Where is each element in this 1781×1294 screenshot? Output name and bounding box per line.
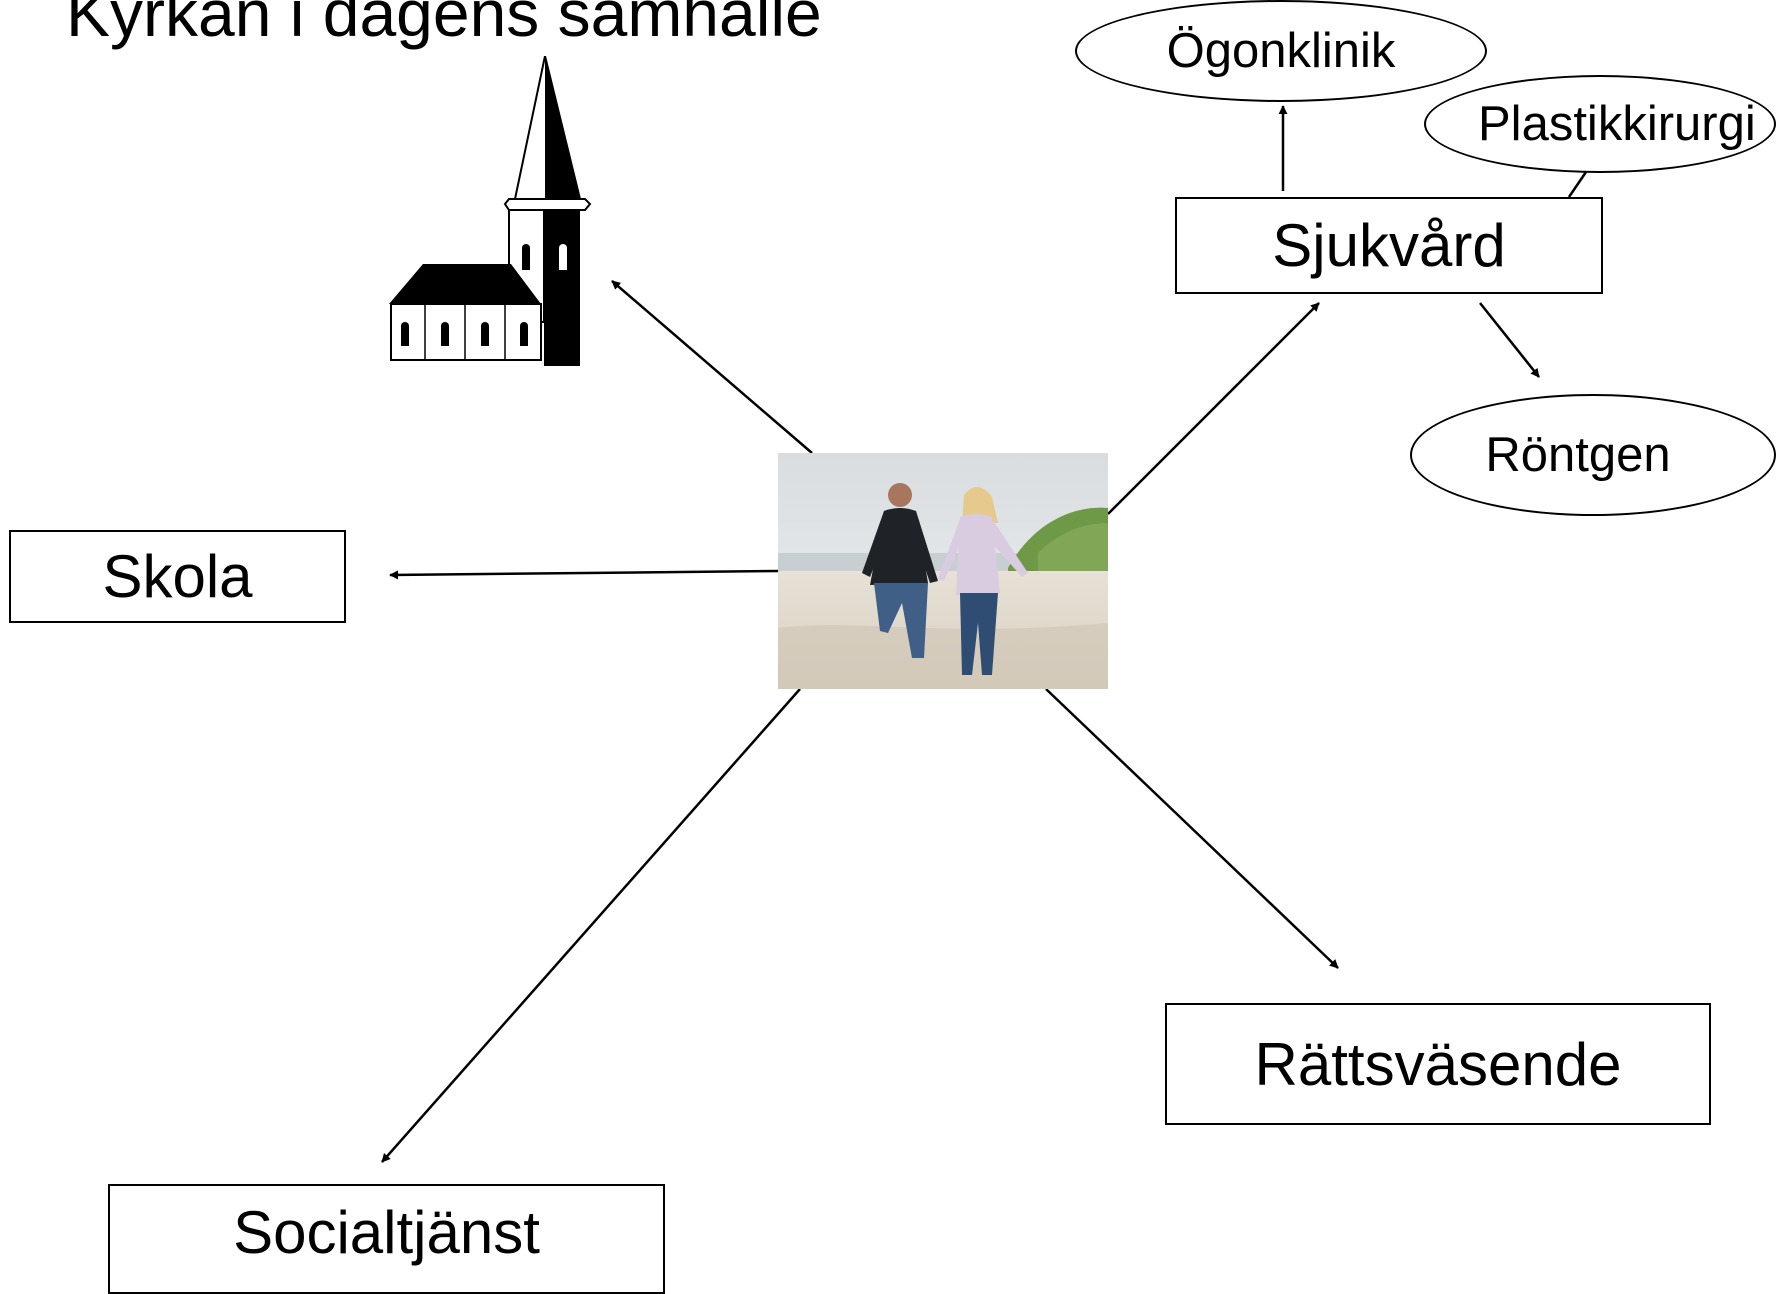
arrow-to-skola xyxy=(389,569,779,580)
node-socialtjanst-label: Socialtjänst xyxy=(233,1199,540,1266)
node-rattsvasende: Rättsväsende xyxy=(1165,1003,1711,1125)
arrow-to-church xyxy=(611,280,813,454)
node-rontgen-label: Röntgen xyxy=(1485,428,1671,482)
arrow-to-rattsvasende xyxy=(1045,688,1339,969)
couple-on-beach-photo xyxy=(778,453,1108,689)
line-to-plastikkirurgi xyxy=(1567,171,1588,198)
arrow-to-socialtjanst xyxy=(381,688,801,1163)
page-title: Kyrkan i dagens samhälle xyxy=(66,0,822,50)
node-sjukvard: Sjukvård xyxy=(1175,197,1603,294)
arrow-to-sjukvard xyxy=(1107,302,1320,515)
node-ogonklinik: Ögonklinik xyxy=(1075,0,1487,102)
node-sjukvard-label: Sjukvård xyxy=(1272,212,1506,279)
church-icon xyxy=(389,56,592,366)
node-skola: Skola xyxy=(9,530,346,623)
node-socialtjanst: Socialtjänst xyxy=(108,1184,665,1294)
node-ogonklinik-label: Ögonklinik xyxy=(1166,24,1396,78)
node-rattsvasende-label: Rättsväsende xyxy=(1254,1030,1622,1098)
node-plastikkirurgi: Plastikkirurgi xyxy=(1424,75,1776,173)
node-skola-label: Skola xyxy=(102,543,253,610)
arrow-to-rontgen xyxy=(1479,302,1540,378)
node-plastikkirurgi-label: Plastikkirurgi xyxy=(1478,97,1756,151)
node-rontgen: Röntgen xyxy=(1410,394,1776,516)
